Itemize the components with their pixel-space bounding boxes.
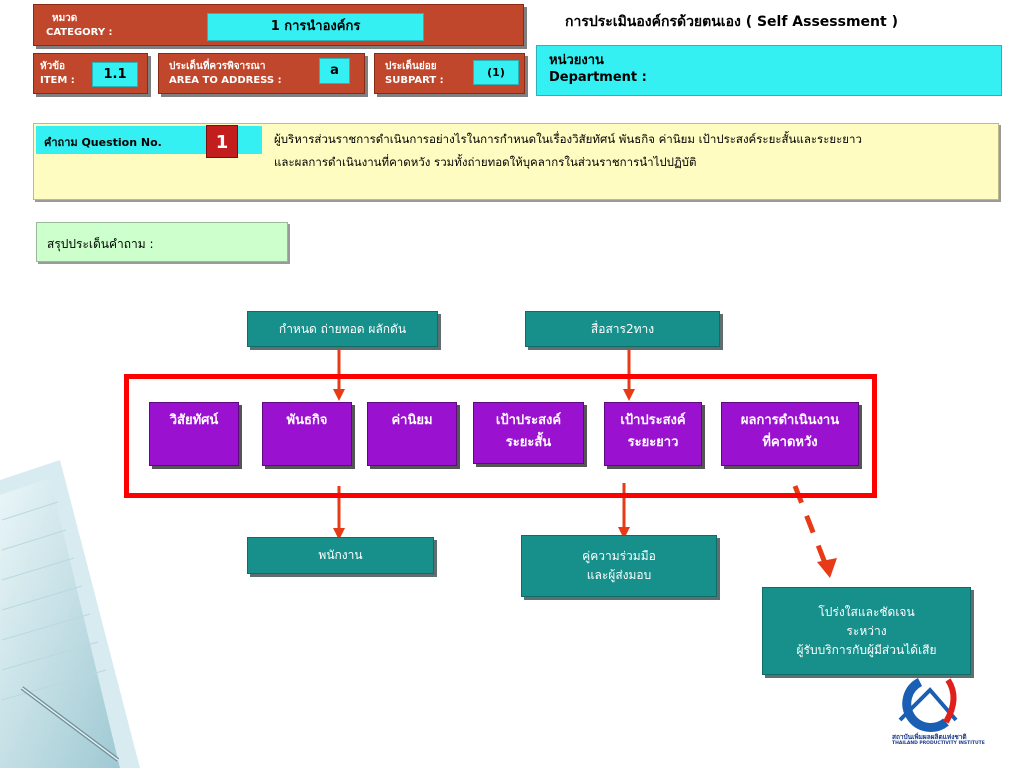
department-thai-label: หน่วยงาน xyxy=(549,53,604,68)
mission-label: พันธกิจ xyxy=(286,413,328,428)
long-term-goals-box: เป้าประสงค์ ระยะยาว xyxy=(604,402,702,466)
define-cascade-drive-box: กำหนด ถ่ายทอด ผลักดัน xyxy=(247,311,438,347)
expected-results-box: ผลการดำเนินงาน ที่คาดหวัง xyxy=(721,402,859,466)
two-way-communication-label: สื่อสาร2ทาง xyxy=(590,321,655,336)
partners-label-line2: และผู้ส่งมอบ xyxy=(586,568,652,582)
arrow-to-partners xyxy=(618,483,630,539)
question-number: 1 xyxy=(206,125,238,158)
logo-eng-text: THAILAND PRODUCTIVITY INSTITUTE xyxy=(892,741,985,746)
subpart-box: ประเด็นย่อย SUBPART : (1) xyxy=(374,53,525,94)
vision-box: วิสัยทัศน์ xyxy=(149,402,239,466)
department-box: หน่วยงาน Department : xyxy=(536,45,1002,96)
question-summary-box: สรุปประเด็นคำถาม : xyxy=(36,222,288,262)
question-text-line1: ผู้บริหารส่วนราชการดำเนินการอย่างไรในการ… xyxy=(274,132,862,146)
area-eng-label: AREA TO ADDRESS : xyxy=(169,75,282,86)
category-thai-label: หมวด xyxy=(52,13,78,24)
item-box: หัวข้อ ITEM : 1.1 xyxy=(33,53,148,94)
logo-thai-text: สถาบันเพิ่มผลผลิตแห่งชาติ xyxy=(892,733,967,741)
subpart-eng-label: SUBPART : xyxy=(385,75,444,86)
values-label: ค่านิยม xyxy=(391,413,433,428)
vision-label: วิสัยทัศน์ xyxy=(169,413,219,428)
notepad-pen-illustration xyxy=(0,460,140,768)
productivity-institute-logo-icon xyxy=(898,677,958,732)
define-cascade-drive-label: กำหนด ถ่ายทอด ผลักดัน xyxy=(278,321,407,336)
employees-label: พนักงาน xyxy=(318,548,363,562)
two-way-communication-box: สื่อสาร2ทาง xyxy=(525,311,720,347)
subpart-thai-label: ประเด็นย่อย xyxy=(385,61,437,72)
category-value: 1 การนำองค์กร xyxy=(207,13,424,41)
transparency-box: โปร่งใสและชัดเจน ระหว่าง ผู้รับบริการกับ… xyxy=(762,587,971,675)
long-term-goals-label-line1: เป้าประสงค์ xyxy=(620,413,686,428)
arrow-communicate-to-frame xyxy=(623,343,635,401)
transparency-label-line1: โปร่งใสและชัดเจน xyxy=(818,604,915,619)
transparency-label-line2: ระหว่าง xyxy=(846,623,887,638)
area-box: ประเด็นที่ควรพิจารณา AREA TO ADDRESS : a xyxy=(158,53,365,94)
page-title: การประเมินองค์กรด้วยตนเอง ( Self Assessm… xyxy=(565,14,898,30)
long-term-goals-label-line2: ระยะยาว xyxy=(627,435,679,450)
employees-box: พนักงาน xyxy=(247,537,434,574)
area-thai-label: ประเด็นที่ควรพิจารณา xyxy=(169,61,266,72)
dashed-arrow-to-transparency xyxy=(792,485,837,578)
question-text-line2: และผลการดำเนินงานที่คาดหวัง รวมทั้งถ่ายท… xyxy=(274,155,697,169)
mission-box: พันธกิจ xyxy=(262,402,352,466)
department-eng-label: Department : xyxy=(549,70,647,85)
category-box: หมวด CATEGORY : 1 การนำองค์กร xyxy=(33,4,524,46)
short-term-goals-label-line1: เป้าประสงค์ xyxy=(495,413,562,428)
item-value: 1.1 xyxy=(92,62,138,87)
strategic-elements-frame xyxy=(124,374,877,498)
area-value: a xyxy=(319,58,350,84)
category-eng-label: CATEGORY : xyxy=(46,27,113,38)
values-box: ค่านิยม xyxy=(367,402,457,466)
short-term-goals-label-line2: ระยะสั้น xyxy=(505,435,552,450)
expected-results-label-line1: ผลการดำเนินงาน xyxy=(740,413,840,428)
subpart-value: (1) xyxy=(473,60,519,85)
item-thai-label: หัวข้อ xyxy=(40,61,66,72)
question-text: ผู้บริหารส่วนราชการดำเนินการอย่างไรในการ… xyxy=(274,128,994,174)
short-term-goals-box: เป้าประสงค์ ระยะสั้น xyxy=(473,402,584,464)
arrow-define-to-frame xyxy=(333,343,345,401)
item-eng-label: ITEM : xyxy=(40,75,75,86)
transparency-label-line3: ผู้รับบริการกับผู้มีส่วนได้เสีย xyxy=(796,642,937,657)
partners-suppliers-box: คู่ความร่วมมือ และผู้ส่งมอบ xyxy=(521,535,717,597)
expected-results-label-line2: ที่คาดหวัง xyxy=(762,435,818,450)
partners-label-line1: คู่ความร่วมมือ xyxy=(582,549,656,563)
